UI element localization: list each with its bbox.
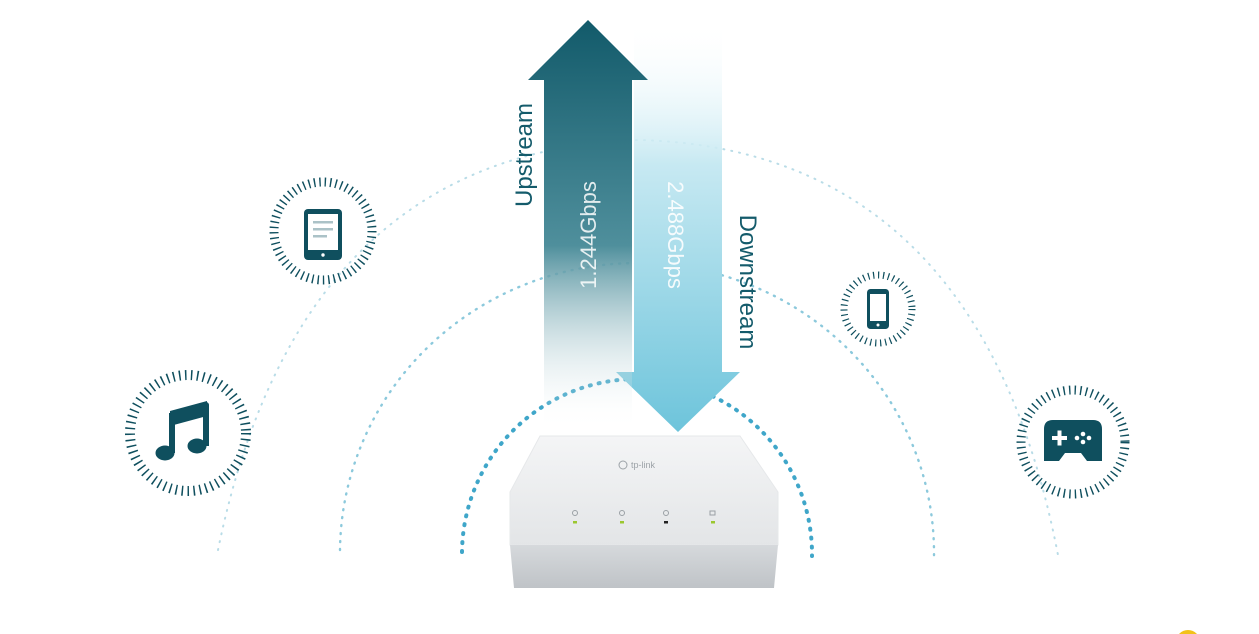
brand-logo: tp-link <box>631 460 656 470</box>
lan-indicator-icon <box>709 510 716 516</box>
gamepad-icon <box>1016 385 1130 499</box>
los-led <box>664 521 668 524</box>
power-indicator-icon <box>572 510 578 516</box>
downstream-arrow <box>616 20 740 432</box>
lan-led <box>711 521 715 524</box>
pon-indicator-icon <box>619 510 625 516</box>
los-indicator-icon <box>663 510 669 516</box>
wave-arc-outer <box>217 138 1059 556</box>
tablet-icon <box>269 177 377 285</box>
upstream-arrow <box>528 20 648 430</box>
gpon-router: tp-link <box>509 435 779 588</box>
upstream-label: Upstream <box>511 102 538 208</box>
upstream-speed: 1.244Gbps <box>576 181 601 289</box>
corner-badge <box>1179 630 1197 634</box>
router-top-face <box>509 435 779 546</box>
router-front-face <box>510 545 778 588</box>
downstream-label: Downstream <box>734 214 761 350</box>
wave-arcs <box>217 138 1059 558</box>
status-leds <box>572 510 716 516</box>
smartphone-icon <box>840 271 916 347</box>
pon-led <box>620 521 624 524</box>
power-led <box>573 521 577 524</box>
brand-logo-mark <box>618 460 628 470</box>
music-note-icon <box>125 370 251 496</box>
downstream-speed: 2.488Gbps <box>663 181 688 289</box>
